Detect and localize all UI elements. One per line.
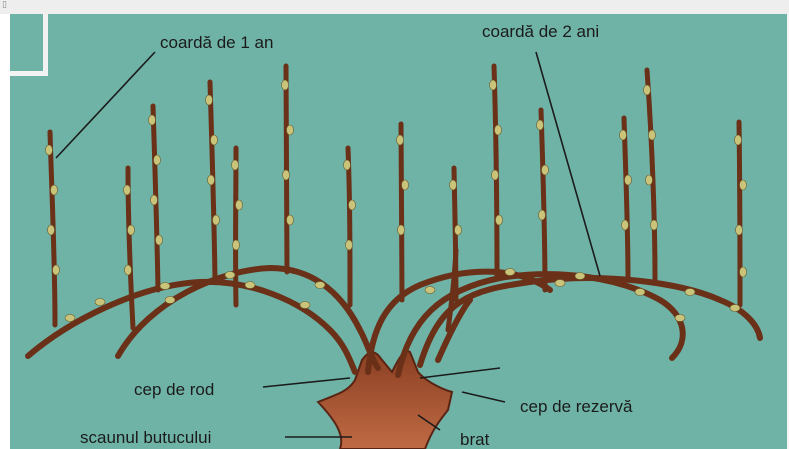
label-one-year-cane: coardă de 1 an [160, 33, 273, 52]
vine-trunk [318, 351, 452, 449]
label-trunk-seat: scaunul butucului [80, 428, 211, 447]
label-reserve-spur: cep de rezervă [520, 397, 633, 416]
label-two-year-cane: coardă de 2 ani [482, 22, 599, 41]
label-fruit-spur: cep de rod [134, 380, 214, 399]
buds [46, 80, 747, 322]
two-year-canes [28, 268, 760, 375]
label-arm: brat [460, 430, 490, 449]
